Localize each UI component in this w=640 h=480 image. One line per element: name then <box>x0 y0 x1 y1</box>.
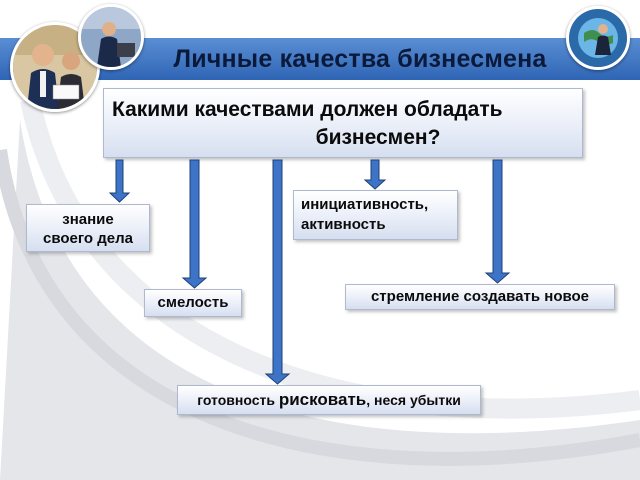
quality-initiative-line-1: инициативность, <box>301 196 429 213</box>
quality-risk-part-2: рисковать <box>278 390 367 409</box>
quality-courage-box: смелость <box>144 289 242 317</box>
quality-risk-box: готовность рисковать, неся убытки <box>177 385 481 415</box>
arrow-to-courage <box>181 159 208 289</box>
arrow-to-knowledge <box>108 159 131 203</box>
quality-initiative-box: инициативность, активность <box>293 190 458 240</box>
page-title: Личные качества бизнесмена <box>173 44 547 73</box>
arrow-to-novelty <box>484 159 511 284</box>
arrow-to-risk <box>264 159 291 385</box>
quality-knowledge-line-1: знание <box>62 211 114 228</box>
office-photo <box>78 4 144 70</box>
globe-businessman-photo <box>566 6 630 70</box>
quality-risk-part-1: готовность <box>197 392 279 408</box>
arrow-to-initiative <box>363 159 387 190</box>
quality-initiative-line-2: активность <box>301 216 386 233</box>
quality-risk-part-3: , неся убытки <box>366 392 461 408</box>
quality-knowledge-box: знание своего дела <box>26 204 150 252</box>
question-box: Какими качествами должен обладать бизнес… <box>103 88 583 158</box>
quality-novelty-box: стремление создавать новое <box>345 284 615 310</box>
question-line-1: Какими качествами должен обладать <box>112 98 503 121</box>
question-line-2: бизнесмен? <box>315 126 441 149</box>
quality-knowledge-line-2: своего дела <box>43 230 133 247</box>
